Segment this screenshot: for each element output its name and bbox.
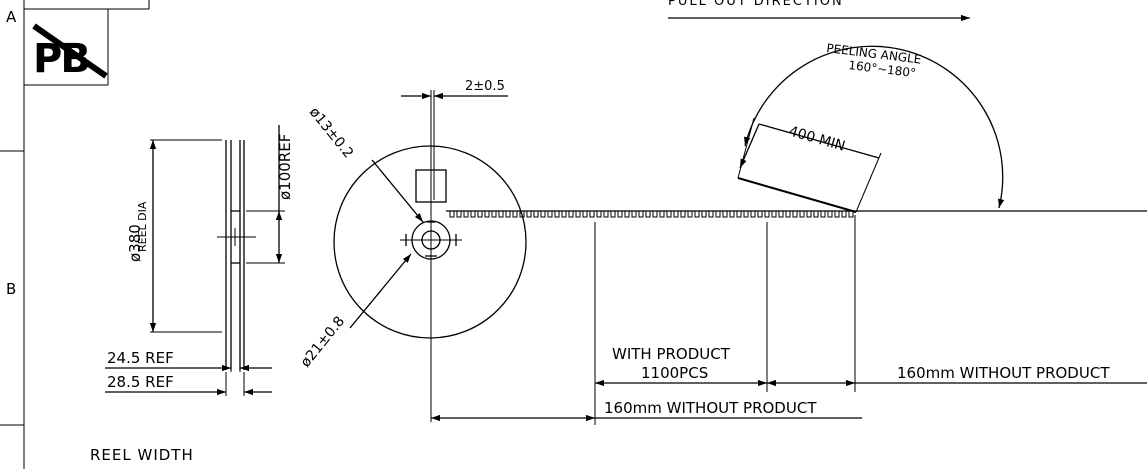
carrier-tape: [446, 210, 1147, 218]
reel-side-view: ø380 REEL DIA ø100REF 24.5 REF 28.5 REF …: [90, 125, 294, 464]
zone-label-b: B: [6, 280, 16, 298]
reel-slot-window: [415, 169, 447, 203]
pb-free-icon: PB: [32, 23, 108, 82]
leader-trailer-label: 160mm WITHOUT PRODUCT: [604, 399, 817, 417]
arbor-hole-label: ø13±0.2: [306, 104, 356, 161]
outer-width-label: 28.5 REF: [107, 373, 174, 391]
arbor-hole-leader: [371, 159, 424, 223]
hub-hole-leader: [349, 253, 412, 329]
hub-hole-label: ø21±0.8: [298, 314, 348, 371]
pull-direction-label: PULL OUT DIRECTION: [668, 0, 844, 9]
tape-pockets: [449, 211, 854, 218]
hub-dia-label: ø100REF: [276, 134, 294, 200]
with-product-label: WITH PRODUCT: [612, 345, 731, 363]
drawing-frame: A B: [0, 0, 150, 469]
reel-front-view: 2±0.5 ø13±0.2 ø21±0.8: [298, 79, 527, 422]
tape-length-dimensions: WITH PRODUCT 1100PCS 160mm WITHOUT PRODU…: [431, 215, 1147, 425]
leader-length-label: 400 MIN: [787, 123, 847, 154]
with-product-count: 1100PCS: [641, 364, 708, 382]
zone-label-a: A: [6, 8, 17, 26]
slot-width-label: 2±0.5: [465, 79, 505, 94]
pull-out-direction: PULL OUT DIRECTION: [668, 0, 970, 22]
peeling-angle-arc: [744, 45, 1005, 209]
reel-flange-circle: [333, 145, 527, 339]
reel-dia-label: ø380: [126, 224, 144, 262]
inner-width-label: 24.5 REF: [107, 349, 174, 367]
end-leader-label: 160mm WITHOUT PRODUCT: [897, 364, 1110, 382]
reel-width-caption: REEL WIDTH: [90, 446, 194, 464]
peeling-detail: 400 MIN PEELING ANGLE 160°~180°: [737, 41, 1005, 213]
reel-dia-caption: REEL DIA: [136, 201, 149, 252]
cover-tape: [737, 177, 857, 213]
